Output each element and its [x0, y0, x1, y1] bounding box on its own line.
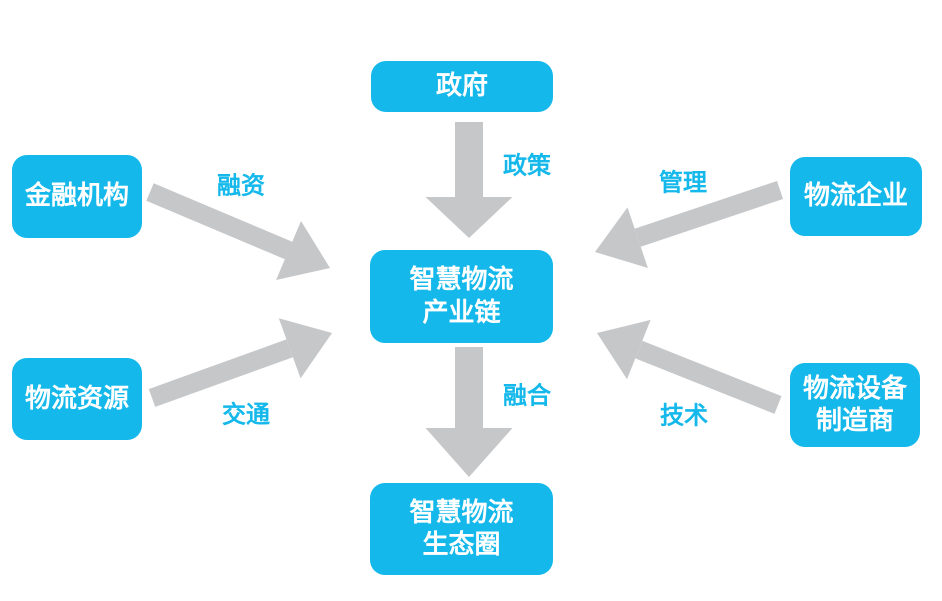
arrow-fusion: [425, 347, 513, 477]
edge-label-management: 管理: [659, 168, 707, 197]
edge-label-fusion: 融合: [503, 381, 551, 410]
node-government: 政府: [371, 61, 553, 112]
arrow-traffic: [148, 318, 332, 407]
node-financial-institutions: 金融机构: [12, 155, 142, 238]
arrow-policy: [425, 122, 513, 238]
node-industry-chain: 智慧物流 产业链: [370, 250, 553, 343]
node-equipment-manufacturer: 物流设备 制造商: [790, 363, 920, 447]
edge-label-policy: 政策: [503, 151, 551, 180]
arrow-management: [595, 180, 784, 268]
arrow-financing: [146, 183, 330, 280]
arrow-technology: [597, 319, 782, 414]
edge-label-technology: 技术: [660, 401, 708, 430]
edge-label-financing: 融资: [217, 171, 265, 200]
node-ecosystem: 智慧物流 生态圈: [370, 483, 553, 575]
node-logistics-enterprises: 物流企业: [790, 157, 922, 236]
edge-label-traffic: 交通: [222, 400, 270, 429]
node-logistics-resources: 物流资源: [12, 358, 142, 440]
